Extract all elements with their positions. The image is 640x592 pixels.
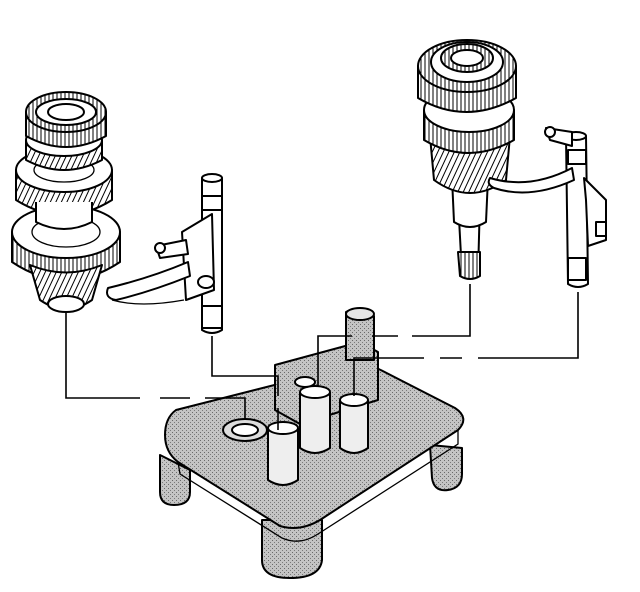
left-shift-fork-rail [106,173,223,334]
left-gear-cluster [11,91,121,313]
right-shift-fork-rail [487,126,607,288]
right-shaft-gear-assembly [417,39,517,280]
assembly-leader-lines [65,284,579,430]
shift-rail-housing [159,307,465,579]
